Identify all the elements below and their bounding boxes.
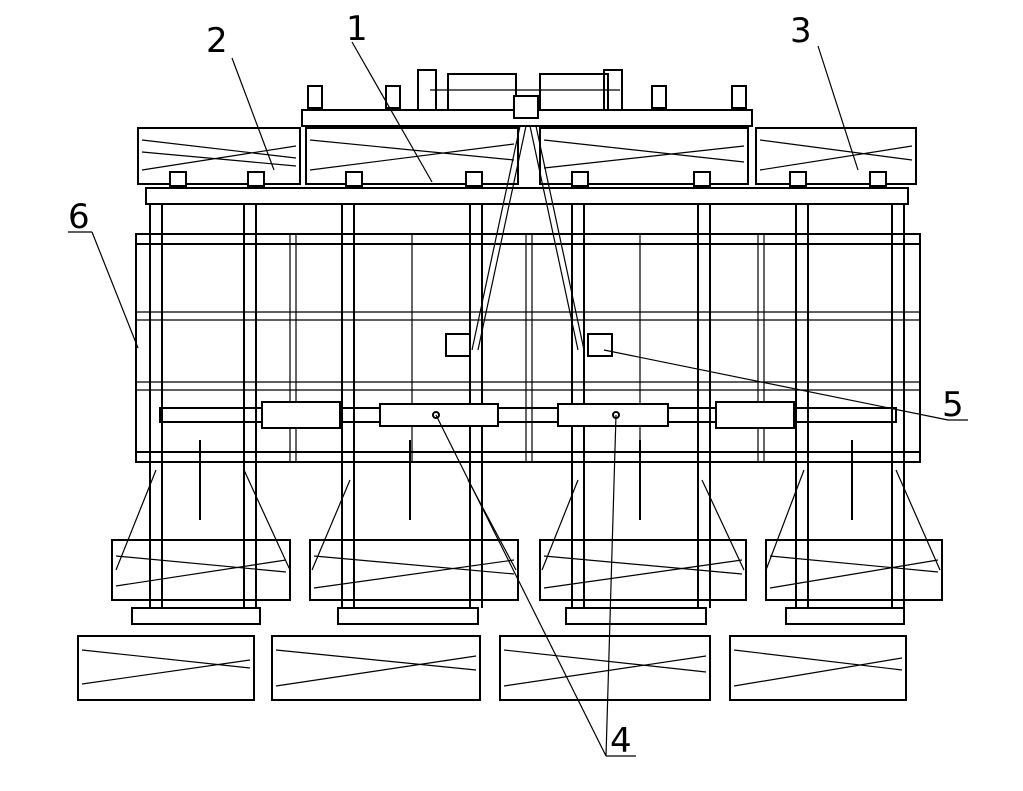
top-roller-banks: [137, 127, 917, 187]
leader-3: [817, 45, 859, 171]
label-5: 5: [942, 385, 964, 425]
label-3: 3: [790, 11, 812, 51]
top-hitch: [301, 69, 753, 127]
leader-1: [351, 41, 433, 183]
leader-4a: [435, 414, 607, 757]
main-frame: [135, 125, 921, 608]
lower-links: [115, 440, 941, 571]
lower-roller-banks: [77, 539, 943, 701]
label-1: 1: [346, 9, 368, 49]
part-labels: 1 2 3 4 5 6: [68, 9, 964, 761]
label-6: 6: [68, 197, 90, 237]
leader-4b: [605, 414, 617, 757]
leader-6b: [91, 231, 139, 349]
leader-lines: [68, 41, 968, 757]
label-4: 4: [610, 721, 632, 761]
label-2: 2: [206, 21, 228, 61]
leader-2: [231, 57, 275, 171]
leader-5a: [603, 349, 949, 421]
